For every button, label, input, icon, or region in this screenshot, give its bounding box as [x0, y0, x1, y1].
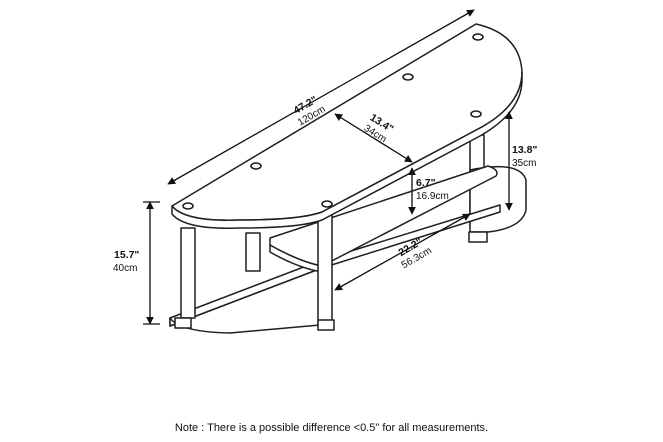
side-height-metric: 35cm [512, 158, 536, 169]
dim-label-total-height: 15.7" 40cm [113, 249, 139, 274]
dimension-lines [143, 9, 513, 325]
measurement-note: Note : There is a possible difference <0… [174, 422, 489, 434]
dim-label-side-height: 13.8" 35cm [512, 144, 537, 169]
total-height-imperial: 15.7" [114, 249, 139, 261]
shelf-gap-imperial: 6.7" [416, 177, 436, 189]
total-height-metric: 40cm [113, 263, 137, 274]
shelf-gap-metric: 16.9cm [416, 191, 449, 202]
dim-label-shelf-gap: 6.7" 16.9cm [416, 177, 449, 202]
leg-feet [174, 231, 488, 331]
side-height-imperial: 13.8" [512, 144, 537, 156]
